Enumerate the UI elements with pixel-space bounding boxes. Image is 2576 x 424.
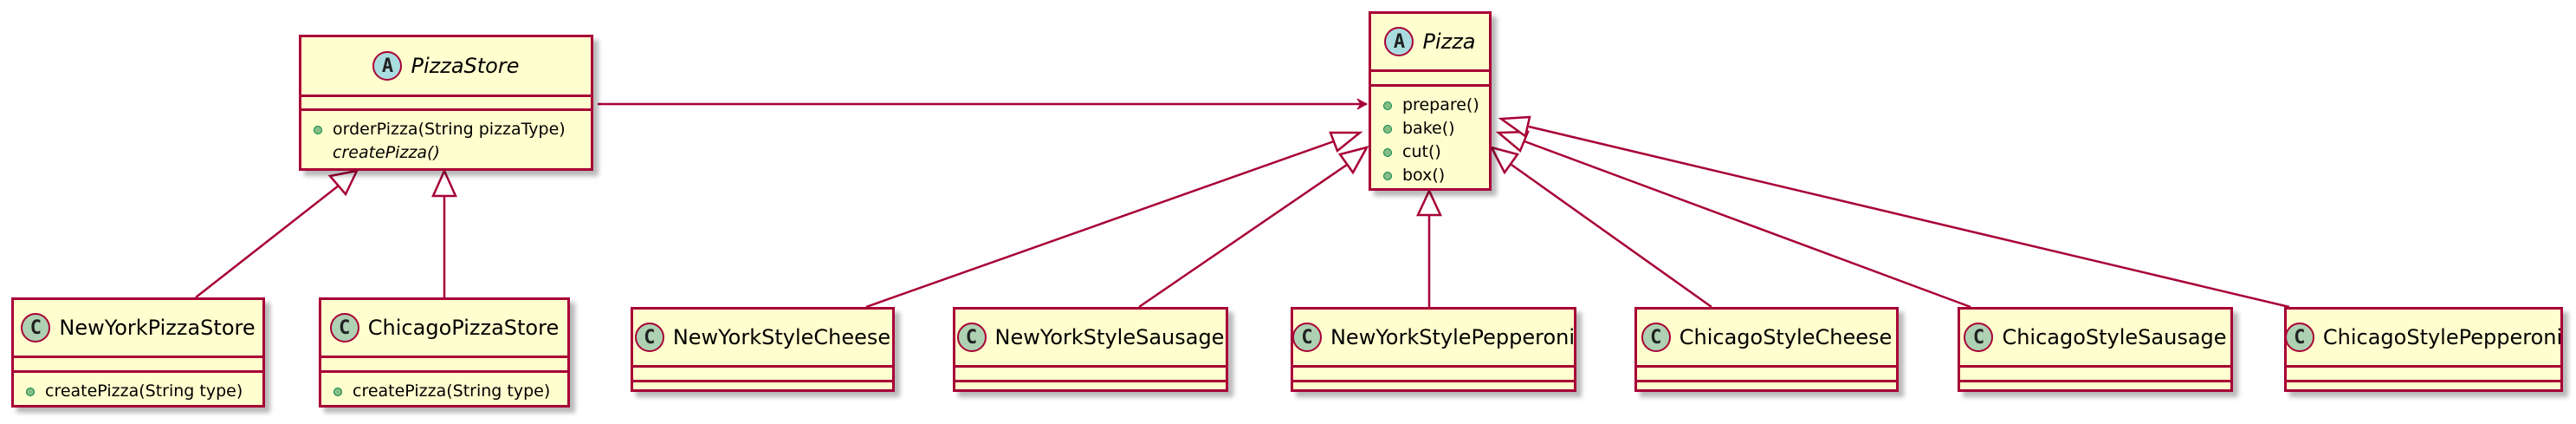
methods-compartment: createPizza(String type) xyxy=(14,370,262,410)
public-method-icon xyxy=(333,387,342,396)
public-method-icon xyxy=(1383,171,1392,180)
inherit-nycheese xyxy=(865,140,1335,309)
class-icon: C xyxy=(634,323,664,352)
public-method-icon xyxy=(26,387,35,396)
class-icon: C xyxy=(1964,323,1994,352)
inherit-chipepperoni-head xyxy=(1498,115,1531,139)
class-pizza[interactable]: A Pizza prepare() bake() cut() box() xyxy=(1369,11,1492,191)
inherit-nypepperoni-head xyxy=(1416,188,1442,217)
method-row: box() xyxy=(1383,164,1477,187)
method-row: prepare() xyxy=(1383,94,1479,117)
method-row: cut() xyxy=(1383,140,1477,164)
class-name: PizzaStore xyxy=(411,54,520,78)
public-method-icon xyxy=(314,125,322,134)
abstract-class-icon: A xyxy=(372,51,403,81)
class-newyorkstylesausage[interactable]: C NewYorkStyleSausage xyxy=(953,307,1228,392)
class-name: ChicagoStylePepperoni xyxy=(2322,325,2563,349)
class-name: ChicagoStyleSausage xyxy=(2002,325,2227,349)
method-row: createPizza(String type) xyxy=(333,380,555,403)
class-icon: C xyxy=(21,313,51,342)
inherit-chicheese xyxy=(1511,163,1712,309)
method-row: createPizza(String type) xyxy=(26,380,250,403)
class-chicagostylecheese[interactable]: C ChicagoStyleCheese xyxy=(1634,307,1899,392)
methods-compartment: createPizza(String type) xyxy=(321,370,567,410)
class-chicagostylesausage[interactable]: C ChicagoStyleSausage xyxy=(1958,307,2233,392)
class-newyorkstylecheese[interactable]: C NewYorkStyleCheese xyxy=(631,307,895,392)
class-icon: C xyxy=(1641,323,1671,352)
abstract-class-icon: A xyxy=(1384,27,1414,56)
methods-compartment: orderPizza(String pizzaType) createPizza… xyxy=(301,108,591,172)
class-name: NewYorkStylePepperoni xyxy=(1330,325,1576,349)
class-newyorkstylepepperoni[interactable]: C NewYorkStylePepperoni xyxy=(1291,307,1576,392)
class-name: NewYorkStyleCheese xyxy=(672,325,891,349)
method-row: createPizza() xyxy=(314,141,579,165)
class-name: ChicagoStyleCheese xyxy=(1679,325,1893,349)
class-chicagostylepepperoni[interactable]: C ChicagoStylePepperoni xyxy=(2284,307,2563,392)
inherit-nysausage xyxy=(1138,163,1348,309)
class-icon: C xyxy=(329,313,359,342)
inherit-chicheese-head xyxy=(1489,146,1520,175)
public-method-icon xyxy=(1383,101,1392,110)
class-name: NewYorkStyleSausage xyxy=(994,325,1225,349)
inherit-chisausage-head xyxy=(1495,130,1530,153)
method-indent xyxy=(314,149,322,158)
methods-compartment: prepare() bake() cut() box() xyxy=(1371,84,1489,194)
class-chicagopizzastore[interactable]: C ChicagoPizzaStore createPizza(String t… xyxy=(319,297,570,408)
class-newyorkpizzastore[interactable]: C NewYorkPizzaStore createPizza(String t… xyxy=(11,297,265,408)
class-pizzastore[interactable]: A PizzaStore orderPizza(String pizzaType… xyxy=(299,35,593,171)
method-row: orderPizza(String pizzaType) xyxy=(314,118,579,141)
inherit-chisausage xyxy=(1524,140,1971,309)
class-name: Pizza xyxy=(1422,29,1476,54)
class-name: ChicagoPizzaStore xyxy=(367,316,560,340)
inherit-nysausage-head xyxy=(1337,146,1369,175)
class-icon: C xyxy=(1291,323,1322,352)
class-name: NewYorkPizzaStore xyxy=(59,316,256,340)
class-icon: C xyxy=(2284,323,2314,352)
public-method-icon xyxy=(1383,147,1392,157)
inherit-nypizzastore xyxy=(195,185,340,298)
public-method-icon xyxy=(1383,124,1392,134)
inherit-chipizzastore-head xyxy=(431,167,457,198)
inherit-nypizzastore-head xyxy=(327,169,359,197)
method-row: bake() xyxy=(1383,117,1477,140)
class-icon: C xyxy=(956,323,987,352)
inherit-chipepperoni xyxy=(1528,125,2290,309)
inherit-nycheese-head xyxy=(1329,131,1363,153)
